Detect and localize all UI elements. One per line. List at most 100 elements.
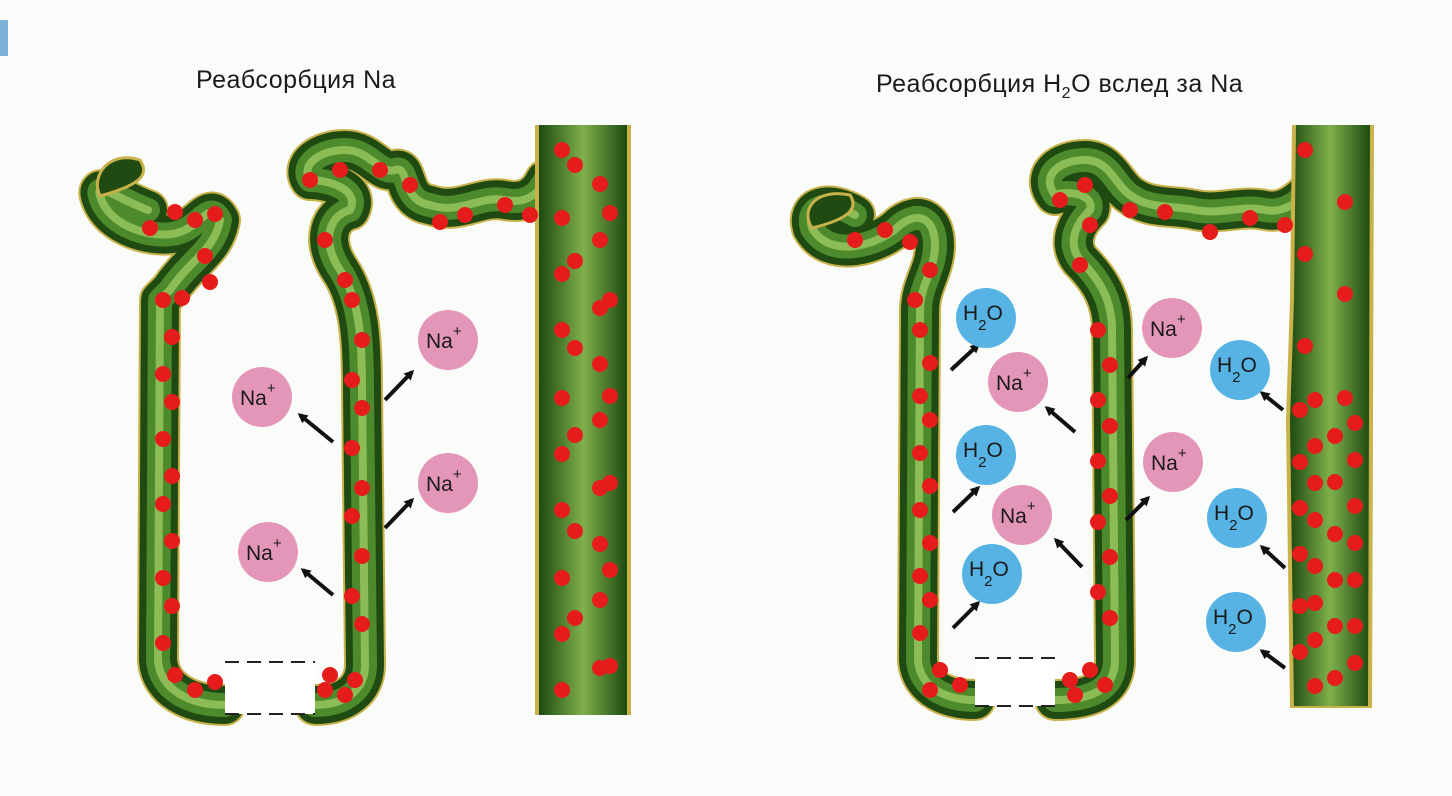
- diffusion-arrow: [385, 372, 412, 400]
- sodium-dot: [1102, 610, 1118, 626]
- sodium-dot: [354, 616, 370, 632]
- sodium-dot: [155, 292, 171, 308]
- sodium-dot: [1327, 526, 1343, 542]
- sodium-dot: [567, 253, 583, 269]
- sodium-dot: [432, 214, 448, 230]
- sodium-dot: [402, 177, 418, 193]
- sodium-dot: [554, 266, 570, 282]
- sodium-dot: [354, 332, 370, 348]
- sodium-dot: [567, 523, 583, 539]
- sodium-dot: [1347, 498, 1363, 514]
- sodium-dot: [1347, 415, 1363, 431]
- sodium-dot: [1062, 672, 1078, 688]
- sodium-dot: [354, 480, 370, 496]
- sodium-dot: [317, 232, 333, 248]
- sodium-dot: [554, 210, 570, 226]
- sodium-dot: [567, 610, 583, 626]
- sodium-dot: [1090, 453, 1106, 469]
- sodium-dot: [1347, 572, 1363, 588]
- sodium-dot: [567, 157, 583, 173]
- sodium-dot: [354, 400, 370, 416]
- diffusion-arrow: [1262, 651, 1285, 668]
- sodium-dot: [347, 672, 363, 688]
- sodium-dot: [1297, 142, 1313, 158]
- sodium-dot: [1242, 210, 1258, 226]
- sodium-ion: Na+: [988, 352, 1048, 412]
- sodium-dot: [1307, 438, 1323, 454]
- diffusion-arrow: [951, 345, 978, 370]
- sodium-dot: [202, 274, 218, 290]
- loop-gap-left: [225, 662, 315, 714]
- sodium-dot: [1307, 558, 1323, 574]
- sodium-dot: [1297, 246, 1313, 262]
- sodium-dot: [1082, 662, 1098, 678]
- sodium-dot: [155, 570, 171, 586]
- sodium-dot: [167, 204, 183, 220]
- sodium-dot: [1337, 286, 1353, 302]
- sodium-dot: [907, 292, 923, 308]
- sodium-dot: [922, 355, 938, 371]
- diffusion-arrow: [953, 603, 978, 628]
- sodium-dot: [932, 662, 948, 678]
- sodium-dot: [337, 272, 353, 288]
- sodium-dot: [554, 570, 570, 586]
- sodium-dot: [1327, 618, 1343, 634]
- sodium-dot: [1347, 452, 1363, 468]
- sodium-ion: Na+: [418, 453, 478, 513]
- sodium-dot: [554, 390, 570, 406]
- sodium-dot: [164, 598, 180, 614]
- sodium-dot: [554, 446, 570, 462]
- sodium-dot: [337, 687, 353, 703]
- sodium-dot: [912, 502, 928, 518]
- sodium-dot: [344, 588, 360, 604]
- sodium-ion: Na+: [418, 310, 478, 370]
- sodium-dot: [902, 234, 918, 250]
- sodium-dot: [344, 292, 360, 308]
- sodium-dot: [1077, 177, 1093, 193]
- sodium-dot: [142, 220, 158, 236]
- sodium-dot: [1307, 632, 1323, 648]
- sodium-dot: [912, 625, 928, 641]
- sodium-dot: [1297, 338, 1313, 354]
- sodium-dot: [332, 162, 348, 178]
- sodium-dot: [1307, 475, 1323, 491]
- loop-gap-right: [975, 658, 1055, 706]
- sodium-dot: [372, 162, 388, 178]
- left-panel: Na+Na+Na+Na+: [97, 125, 631, 715]
- sodium-dot: [952, 677, 968, 693]
- sodium-dot: [1202, 224, 1218, 240]
- sodium-dot: [174, 290, 190, 306]
- sodium-ion: Na+: [1143, 432, 1203, 492]
- sodium-dot: [457, 207, 473, 223]
- sodium-dot: [592, 356, 608, 372]
- sodium-dot: [592, 536, 608, 552]
- water-molecule: H2O: [1206, 592, 1266, 652]
- sodium-dot: [164, 329, 180, 345]
- sodium-dot: [317, 682, 333, 698]
- sodium-dot: [922, 682, 938, 698]
- sodium-dot: [1307, 678, 1323, 694]
- diffusion-arrow: [1262, 393, 1283, 410]
- sodium-dot: [592, 592, 608, 608]
- sodium-dot: [1277, 217, 1293, 233]
- sodium-dot: [187, 682, 203, 698]
- sodium-dot: [912, 388, 928, 404]
- sodium-dot: [1102, 488, 1118, 504]
- sodium-dot: [522, 207, 538, 223]
- sodium-dot: [1292, 546, 1308, 562]
- water-molecule: H2O: [956, 425, 1016, 485]
- ascending-tubule-right: [1050, 160, 1310, 700]
- sodium-dot: [155, 496, 171, 512]
- sodium-dot: [1347, 655, 1363, 671]
- sodium-dot: [197, 248, 213, 264]
- sodium-dot: [1090, 392, 1106, 408]
- water-molecule: H2O: [962, 544, 1022, 604]
- sodium-dot: [922, 412, 938, 428]
- sodium-dot: [1327, 670, 1343, 686]
- sodium-dot: [922, 535, 938, 551]
- sodium-dot: [1090, 584, 1106, 600]
- sodium-dot: [877, 222, 893, 238]
- diffusion-arrow: [1056, 540, 1082, 567]
